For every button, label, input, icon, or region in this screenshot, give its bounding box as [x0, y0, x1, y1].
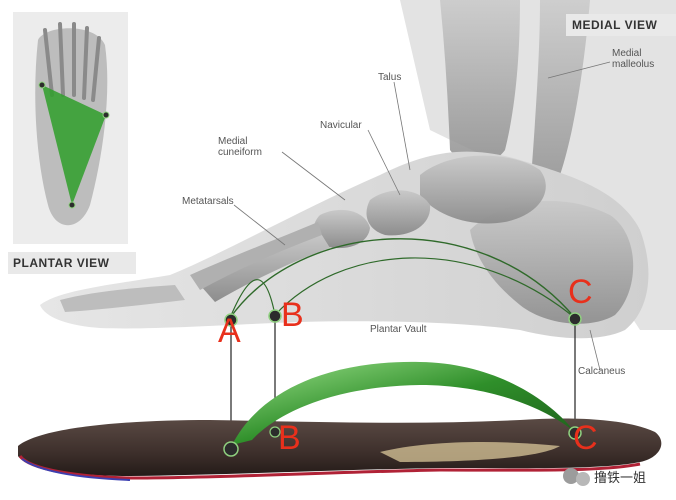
plantar-view-title: PLANTAR VIEW: [13, 256, 110, 270]
arch-curve-medial: [229, 238, 576, 319]
label-medial-malleolus: Medial malleolus: [612, 48, 655, 70]
point-markers-insole: [223, 426, 582, 457]
label-medial-cuneiform: Medial cuneiform: [218, 136, 262, 158]
metatarsal-bone-2: [190, 222, 322, 290]
point-c-insole: C: [573, 419, 598, 457]
leader-lines: [233, 61, 611, 371]
calcaneus-bone: [470, 200, 634, 324]
medial-view-title: MEDIAL VIEW: [572, 18, 658, 32]
label-metatarsals: Metatarsals: [182, 196, 234, 207]
arch-curve-lateral: [274, 257, 576, 319]
watermark-text: 撸铁一姐: [594, 471, 647, 486]
arch-support: [232, 361, 575, 445]
insole-body: [18, 418, 662, 476]
fibula-bone: [532, 0, 590, 181]
label-navicular: Navicular: [320, 120, 362, 131]
label-plantar-vault: Plantar Vault: [370, 324, 427, 335]
point-markers-foot: [224, 309, 582, 327]
talus-bone: [420, 155, 546, 224]
label-calcaneus: Calcaneus: [578, 366, 626, 377]
insole-heel-pad: [380, 442, 560, 462]
toe-bones: [60, 285, 185, 312]
arch-curve-inner: [229, 279, 276, 319]
point-b-foot: B: [281, 296, 304, 334]
tibia-bone: [440, 0, 520, 165]
point-b-insole: B: [278, 419, 301, 457]
navicular-bone: [366, 190, 431, 236]
watermark-icon: [563, 468, 590, 486]
cuneiform-bone: [313, 209, 370, 249]
insole-edge-blue: [21, 458, 131, 481]
metatarsal-bones: [200, 232, 330, 302]
point-c-foot: C: [568, 273, 593, 311]
plantar-view-inset: [13, 12, 128, 244]
plantar-label-bg: [8, 252, 136, 274]
point-a-foot: A: [218, 312, 241, 350]
insole-edge-color: [18, 454, 641, 480]
label-talus: Talus: [378, 72, 402, 83]
medial-label-bg: [566, 14, 676, 36]
